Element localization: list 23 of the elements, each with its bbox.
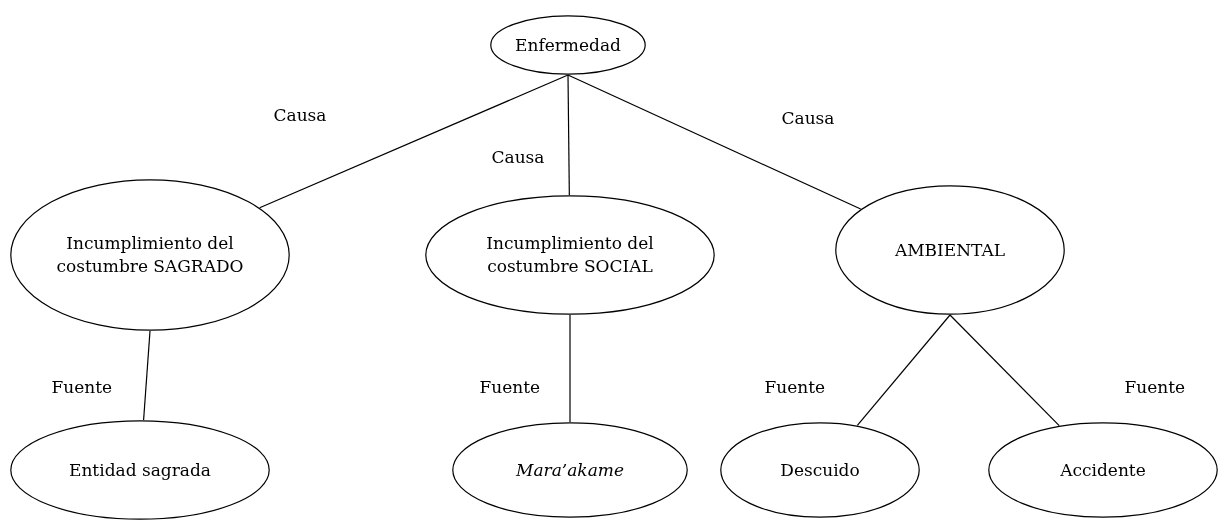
node-label: Incumplimiento del costumbre SOCIAL	[485, 232, 655, 278]
ellipse-node	[490, 15, 646, 75]
node-label: Enfermedad	[515, 33, 621, 57]
node-label: AMBIENTAL	[894, 238, 1006, 262]
node-label: Mara’akame	[516, 458, 624, 482]
ellipse-node	[835, 185, 1065, 315]
connector-line	[856, 314, 951, 427]
ellipse-node	[452, 422, 688, 518]
ellipse-node	[425, 195, 715, 315]
connector-line	[567, 74, 570, 196]
connector-line	[567, 74, 862, 210]
connector-line	[949, 314, 1060, 427]
ellipse-node	[720, 422, 920, 518]
connector-line	[259, 74, 569, 209]
node-label: Incumplimiento del costumbre SAGRADO	[55, 232, 245, 278]
connector-line	[143, 330, 151, 421]
node-label: Entidad sagrada	[69, 458, 211, 482]
node-label: Descuido	[780, 458, 860, 482]
ellipse-node	[10, 420, 270, 520]
node-label: Accidente	[1060, 458, 1146, 482]
ellipse-node	[10, 179, 290, 331]
ellipse-node	[988, 422, 1218, 518]
connector-line	[569, 314, 571, 423]
